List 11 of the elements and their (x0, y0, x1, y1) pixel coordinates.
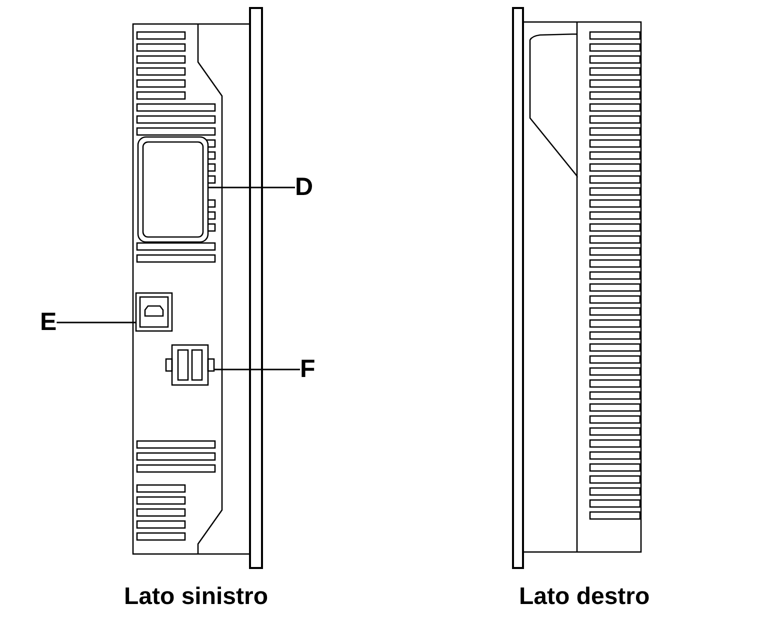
callout-letter: D (295, 175, 314, 200)
usb-port (135, 292, 173, 332)
leader-line (214, 368, 300, 370)
usb-ports (165, 344, 215, 386)
view-caption: Lato sinistro (124, 585, 268, 609)
label-window (137, 136, 209, 243)
leader-line (56, 322, 136, 324)
leader-line (208, 186, 295, 188)
callout-letter: F (300, 357, 316, 382)
view-caption: Lato destro (519, 585, 650, 609)
callout-letter: E (40, 310, 57, 335)
